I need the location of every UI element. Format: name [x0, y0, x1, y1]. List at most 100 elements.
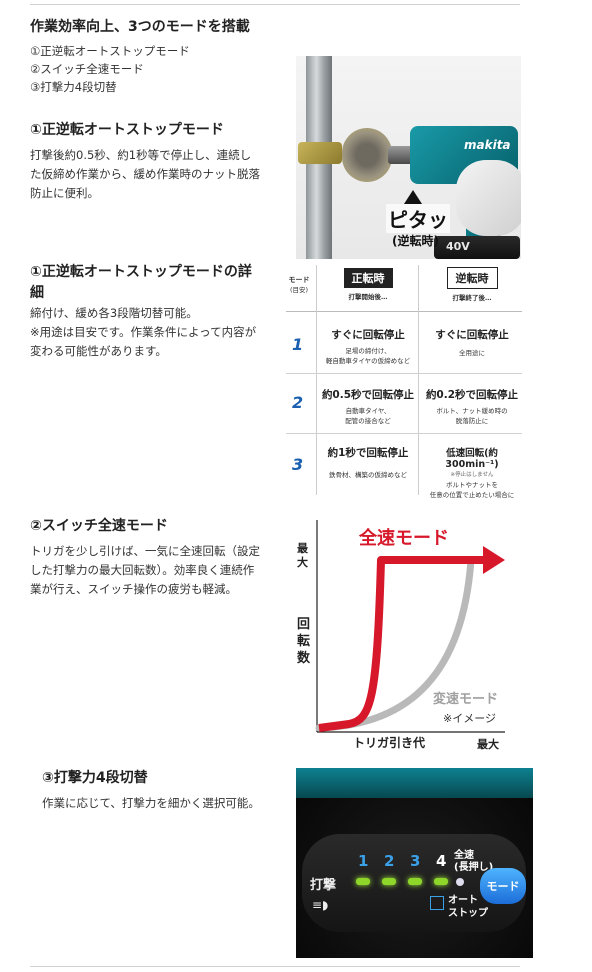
- table-row: すぐに回転停止 足場の締付け、 軽自動車タイヤの仮締めなど: [320, 327, 416, 366]
- section-impact-body: 作業に応じて、打撃力を細かく選択可能。: [42, 794, 292, 813]
- full-speed-curve: [318, 556, 489, 732]
- column-divider: [316, 265, 317, 495]
- table-rule: [286, 311, 522, 312]
- mode-button-label: モード: [486, 880, 520, 893]
- forward-value: すぐに回転停止: [331, 329, 405, 341]
- led-indicator: [382, 878, 396, 885]
- glove-image: [456, 160, 521, 236]
- led-indicator: [408, 878, 422, 885]
- mode-list-item: ②スイッチ全速モード: [30, 62, 144, 76]
- level-3: 3: [410, 852, 421, 870]
- clamp-image: [298, 142, 342, 164]
- speed-mode-diagram: 全速モード 変速モード ※イメージ 最大 回 転 数 トリガ引き代 最大: [293, 520, 523, 751]
- forward-sub: 打撃開始後…: [348, 293, 388, 301]
- tool-housing-image: [296, 768, 533, 798]
- photo-caption-sub: (逆転時): [392, 234, 439, 248]
- mode-header-label: モード: [288, 276, 310, 284]
- image-note: ※イメージ: [443, 712, 496, 725]
- reverse-note: ボルトやナットを 任意の位置で止めたい場合に: [429, 481, 515, 499]
- page-title: 作業効率向上、3つのモードを搭載: [30, 19, 250, 35]
- title-line: ①正逆転オートストップモードの詳: [30, 264, 252, 280]
- reverse-note: ボルト、ナット緩め時の 脱落防止に: [436, 407, 508, 425]
- body-line: た仮締め作業から、緩め作業時のナット脱落: [30, 167, 260, 181]
- full-speed-label: 全速モード: [359, 528, 449, 549]
- row-number: 3: [292, 455, 304, 474]
- clamp-image: [342, 128, 392, 182]
- forward-value: 約1秒で回転停止: [327, 447, 409, 459]
- level-1: 1: [358, 852, 369, 870]
- body-line: トリガを少し引けば、一気に全速回転（設定: [30, 544, 260, 558]
- body-line: 業が行え、スイッチ操作の疲労も軽減。: [30, 582, 237, 596]
- auto-stop-icon: [430, 896, 444, 910]
- body-line: 防止に便利。: [30, 186, 99, 200]
- forward-note: 自動車タイヤ、 配管の接合など: [345, 407, 391, 425]
- table-rule: [286, 373, 522, 374]
- level-4: 4: [436, 852, 447, 870]
- battery-image: [434, 236, 520, 259]
- body-line: ※用途は目安です。作業条件によって内容が: [30, 325, 257, 339]
- mode-list-item: ③打撃力4段切替: [30, 80, 117, 94]
- reverse-sub: 打撃終了後…: [452, 294, 492, 302]
- table-row: すぐに回転停止 全用途に: [422, 327, 522, 358]
- mode-list-item: ①正逆転オートストップモード: [30, 44, 190, 58]
- reverse-value: 低速回転(約300min⁻¹): [445, 448, 499, 470]
- mode-button[interactable]: モード: [480, 868, 526, 904]
- forward-note: 足場の締付け、 軽自動車タイヤの仮締めなど: [325, 347, 411, 365]
- top-rule: [30, 4, 520, 5]
- section-impact-title: ③打撃力4段切替: [42, 770, 148, 786]
- up-arrow-icon: [404, 190, 422, 204]
- body-line: した打撃力の最大回転数）。効率良く連続作: [30, 563, 255, 577]
- table-row: 約0.5秒で回転停止 自動車タイヤ、 配管の接合など: [320, 387, 416, 426]
- brand-logo: makita: [464, 138, 511, 152]
- speed-curve-svg: [315, 520, 505, 733]
- row-number: 1: [292, 335, 304, 354]
- y-axis-label: 回 転 数: [297, 617, 311, 666]
- body-line: 打撃後約0.5秒、約1秒等で停止し、連続し: [30, 148, 252, 162]
- mode-header: モード (目安): [286, 275, 312, 295]
- forward-note: 鉄骨材、構築の仮締めなど: [329, 471, 407, 479]
- section-detail-body: 締付け、緩め各3段階切替可能。 ※用途は目安です。作業条件によって内容が 変わる…: [30, 304, 280, 361]
- reverse-header: 逆転時 打撃終了後…: [422, 267, 522, 303]
- auto-stop-text: オート ストップ: [448, 895, 488, 919]
- section-full-speed-title: ②スイッチ全速モード: [30, 518, 168, 534]
- x-axis-right-label: 最大: [477, 738, 499, 751]
- reverse-note: 全用途に: [459, 349, 485, 357]
- impact-wrench-photo: makita 40V ピタッ (逆転時): [296, 56, 521, 259]
- section-auto-stop-title: ①正逆転オートストップモード: [30, 122, 224, 138]
- full-speed-arrow-icon: [483, 546, 505, 574]
- full-speed-text: 全速 (長押し): [454, 850, 494, 873]
- body-line: 作業に応じて、打撃力を細かく選択可能。: [42, 796, 260, 810]
- variable-speed-label: 変速モード: [433, 692, 499, 707]
- body-line: 変わる可能性があります。: [30, 344, 167, 358]
- table-row: 低速回転(約300min⁻¹) ※停止はしません ボルトやナットを 任意の位置で…: [422, 445, 522, 500]
- row-number: 2: [292, 393, 304, 412]
- bottom-rule: [30, 966, 520, 967]
- battery-voltage-label: 40V: [446, 240, 470, 253]
- column-divider: [418, 265, 419, 495]
- reverse-value: すぐに回転停止: [435, 329, 509, 341]
- photo-caption: ピタッ: [386, 204, 450, 233]
- y-axis-top-label: 最大: [297, 542, 308, 569]
- table-row: 約0.2秒で回転停止 ボルト、ナット緩め時の 脱落防止に: [422, 387, 522, 426]
- impact-label: 打撃: [310, 878, 337, 893]
- section-auto-stop-body: 打撃後約0.5秒、約1秒等で停止し、連続し た仮締め作業から、緩め作業時のナット…: [30, 146, 280, 203]
- forward-value: 約0.5秒で回転停止: [321, 389, 415, 401]
- table-row: 約1秒で回転停止 鉄骨材、構築の仮締めなど: [320, 445, 416, 480]
- control-panel-photo: 打撃 ≡◗ 1 2 3 4 全速 (長押し) オート ストップ モード: [296, 768, 533, 958]
- led-indicator: [434, 878, 448, 885]
- forward-tag: 正転時: [343, 268, 393, 288]
- reverse-extra: ※停止はしません: [450, 472, 494, 478]
- led-indicator: [356, 878, 370, 885]
- reverse-tag: 逆転時: [446, 267, 498, 289]
- auto-stop-table: モード (目安) 正転時 打撃開始後… 逆転時 打撃終了後… 1 すぐに回転停止…: [286, 265, 522, 499]
- x-axis-label: トリガ引き代: [353, 736, 426, 750]
- title-line: 細: [30, 285, 44, 301]
- body-line: 締付け、緩め各3段階切替可能。: [30, 306, 198, 320]
- section-detail-title: ①正逆転オートストップモードの詳 細: [30, 262, 275, 304]
- level-2: 2: [384, 852, 395, 870]
- mode-header-sub: (目安): [289, 286, 309, 294]
- table-rule: [286, 433, 522, 434]
- socket-image: [388, 146, 414, 164]
- forward-header: 正転時 打撃開始後…: [320, 267, 416, 302]
- bulb-icon: ≡◗: [312, 898, 329, 912]
